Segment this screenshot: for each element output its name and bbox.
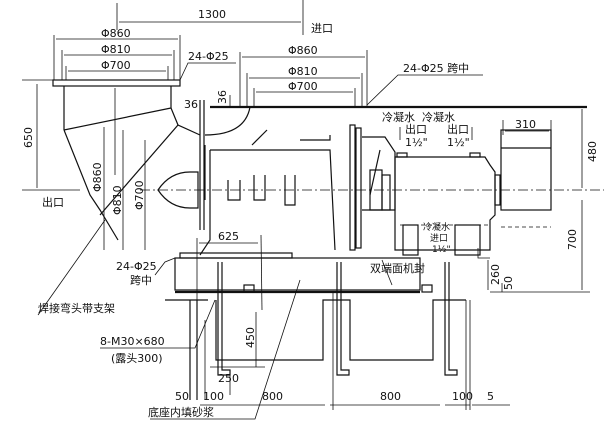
bolts-low: 24-Φ25	[116, 260, 157, 273]
dim-top-phi860: Φ860	[288, 44, 318, 57]
dim-top-phi700: Φ700	[288, 80, 318, 93]
dim-bottom-100a: 100	[203, 390, 224, 403]
dim-36b: 36	[216, 90, 229, 104]
cond-in: 冷凝水	[423, 221, 450, 233]
outlet-label: 出口	[42, 195, 64, 209]
dim-bottom-800b: 800	[380, 390, 401, 403]
dim-left-phi860: Φ860	[101, 27, 131, 40]
dim-700: 700	[566, 229, 579, 250]
dim-bottom-5: 5	[487, 390, 494, 403]
dim-left-phi700: Φ700	[101, 59, 131, 72]
cond-out-2-b: 出口	[447, 122, 469, 136]
anchor-bolt-note: 8-M30×680	[100, 335, 165, 348]
dim-36a: 36	[184, 98, 198, 111]
cond-out-2-size: 1½"	[447, 136, 470, 149]
dim-1300: 1300	[198, 8, 226, 21]
cond-out-1: 冷凝水	[382, 110, 415, 124]
linework	[22, 0, 604, 420]
dim-bottom-100b: 100	[452, 390, 473, 403]
mech-seal-note: 双端面机封	[370, 261, 425, 275]
dimension-labels: 1300 进口 Φ860 Φ810 Φ700 24-Φ25 Φ860 Φ810 …	[22, 8, 599, 403]
cond-out-1-b: 出口	[405, 122, 427, 136]
dim-top-bolts: 24-Φ25 跨中	[403, 62, 469, 75]
cond-out-2: 冷凝水	[422, 110, 455, 124]
dim-left-bolts: 24-Φ25	[188, 50, 229, 63]
grout-note: 底座内填砂浆	[148, 405, 214, 419]
cond-in-b: 进口	[430, 233, 448, 244]
annotation-notes: 冷凝水 出口 1½" 冷凝水 出口 1½" 冷凝水 进口 1½" 24-Φ25 …	[38, 110, 470, 419]
dim-top-phi810: Φ810	[288, 65, 318, 78]
dim-260: 260	[489, 264, 502, 285]
dim-650: 650	[22, 127, 35, 148]
dim-bottom-50: 50	[175, 390, 189, 403]
inlet-label: 进口	[311, 22, 333, 35]
dim-625: 625	[218, 230, 239, 243]
cond-in-size: 1½"	[432, 245, 451, 255]
dim-left-phi810: Φ810	[101, 43, 131, 56]
dim-450: 450	[244, 327, 257, 348]
dim-vert-phi700: Φ700	[133, 180, 146, 210]
cond-out-1-size: 1½"	[405, 136, 428, 149]
dim-310: 310	[515, 118, 536, 131]
dim-bottom-800a: 800	[262, 390, 283, 403]
dim-250: 250	[218, 372, 239, 385]
dim-50-right: 50	[502, 276, 515, 290]
elbow-support-note: 焊接弯头带支架	[38, 301, 115, 315]
dim-vert-phi810: Φ810	[111, 185, 124, 215]
anchor-bolt-note-b: (露头300)	[111, 352, 163, 365]
dim-vert-phi860: Φ860	[91, 162, 104, 192]
dim-480: 480	[586, 141, 599, 162]
bolts-low-b: 跨中	[130, 274, 152, 287]
